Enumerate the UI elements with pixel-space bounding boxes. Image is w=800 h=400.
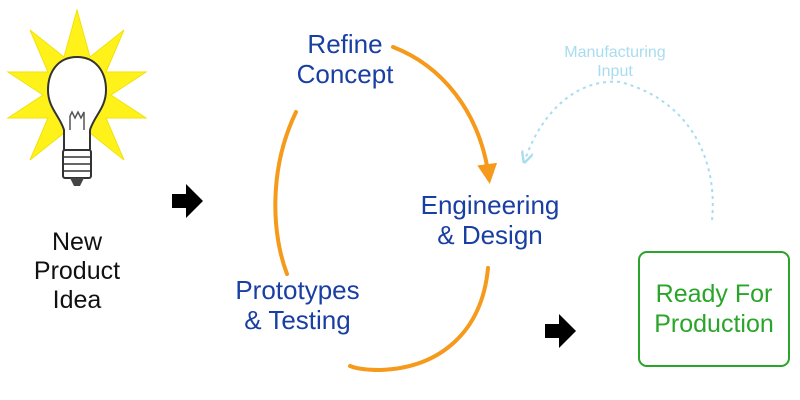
prototypes-testing-label: Prototypes & Testing [235,275,360,335]
cycle-arrow-prototypes-to-refine [273,110,298,276]
engineering-design-label: Engineering & Design [420,190,560,250]
new-product-idea-label: New Product Idea [33,228,121,314]
right-arrow-icon [172,184,203,218]
ready-for-production-box: Ready For Production [638,251,790,367]
ready-for-production-label: Ready For Production [654,280,774,338]
manufacturing-feedback-arrow [525,80,714,221]
cycle-arrow-refine-to-engineering [391,45,498,184]
cycle-arrow-engineering-to-prototypes [348,266,490,373]
manufacturing-input-label: Manufacturing Input [564,44,666,81]
lightbulb-icon [6,8,148,186]
refine-concept-label: Refine Concept [296,29,394,89]
bulb-filament [69,110,85,130]
right-arrow-icon [545,314,576,348]
